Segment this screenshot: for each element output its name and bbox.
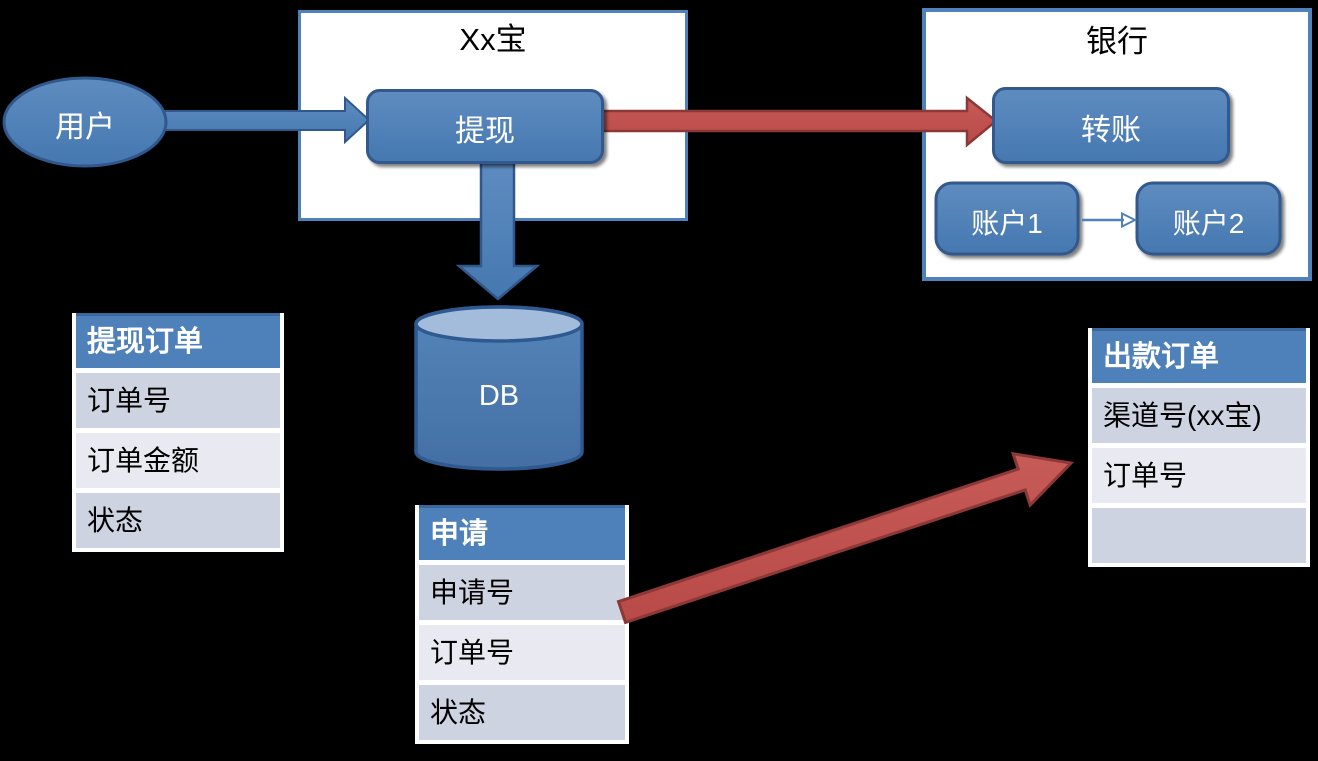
arrow-account1-to-account2 (1082, 211, 1138, 229)
xxbao-title: Xx宝 (459, 22, 527, 57)
db-label: DB (478, 380, 520, 412)
table-row: 申请号 (419, 565, 625, 620)
table-row: 状态 (419, 685, 625, 740)
table-row (1092, 508, 1306, 563)
withdraw-order-table: 提现订单 订单号 订单金额 状态 (72, 313, 284, 552)
withdraw-label: 提现 (455, 115, 515, 148)
table-row: 订单号 (1092, 448, 1306, 503)
application-table: 申请 申请号 订单号 状态 (415, 505, 629, 744)
table-row: 订单号 (419, 625, 625, 680)
arrow-withdraw-to-transfer (600, 95, 998, 148)
user-ellipse (2, 76, 168, 168)
arrow-withdraw-to-db (455, 161, 541, 301)
transfer-label: 转账 (1081, 114, 1141, 147)
account1-node (934, 181, 1080, 256)
application-table-header: 申请 (419, 505, 625, 560)
db-cylinder (414, 305, 584, 471)
arrow-user-to-withdraw (160, 95, 371, 145)
payout-order-table: 出款订单 渠道号(xx宝) 订单号 (1088, 328, 1310, 567)
account2-node (1135, 181, 1282, 256)
table-row: 状态 (76, 493, 280, 548)
table-row: 订单金额 (76, 433, 280, 488)
transfer-node (992, 87, 1230, 164)
withdraw-order-table-header: 提现订单 (76, 313, 280, 368)
withdraw-node (366, 89, 604, 164)
account1-label: 账户1 (971, 208, 1043, 239)
payout-order-table-header: 出款订单 (1092, 328, 1306, 383)
account2-label: 账户2 (1172, 208, 1245, 239)
table-row: 订单号 (76, 373, 280, 428)
user-label: 用户 (55, 111, 115, 144)
table-row: 渠道号(xx宝) (1092, 388, 1306, 443)
bank-title: 银行 (1086, 24, 1148, 59)
